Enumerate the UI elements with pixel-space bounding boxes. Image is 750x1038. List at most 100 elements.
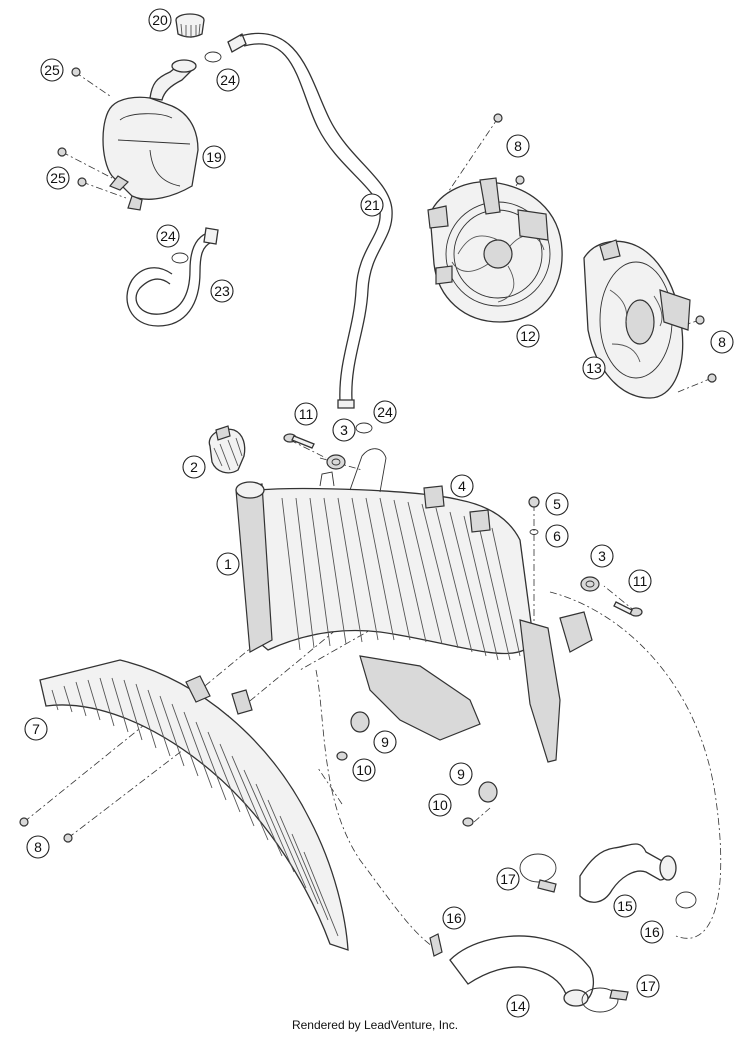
- callout-2: 2: [182, 455, 206, 479]
- svg-text:2: 2: [190, 459, 198, 475]
- svg-text:1: 1: [224, 556, 232, 572]
- callout-8: 8: [710, 330, 734, 354]
- screw-8-guard-part: [19, 817, 73, 843]
- svg-text:19: 19: [206, 149, 222, 165]
- callout-24: 24: [216, 68, 240, 92]
- svg-text:4: 4: [458, 478, 466, 494]
- coolant-reservoir-part: [102, 59, 199, 211]
- svg-text:17: 17: [640, 978, 656, 994]
- callout-9: 9: [449, 762, 473, 786]
- callout-10: 10: [428, 793, 452, 817]
- callout-16: 16: [640, 920, 664, 944]
- overflow-hose-part: [239, 32, 393, 409]
- washer-6-part: [529, 529, 539, 535]
- callout-6: 6: [545, 524, 569, 548]
- svg-text:9: 9: [381, 734, 389, 750]
- svg-text:13: 13: [586, 360, 602, 376]
- callout-21: 21: [360, 193, 384, 217]
- svg-text:3: 3: [340, 422, 348, 438]
- callout-25: 25: [40, 58, 64, 82]
- callout-8: 8: [506, 134, 530, 158]
- hose-clamp-16-right-part: [675, 891, 697, 909]
- reservoir-cap-part: [175, 13, 205, 38]
- svg-text:11: 11: [299, 406, 314, 422]
- screw-25-lower-part: [57, 147, 87, 187]
- hose-clamp-mid-part: [171, 252, 189, 264]
- callout-12: 12: [516, 324, 540, 348]
- svg-text:21: 21: [364, 197, 380, 213]
- hose-clamp-lower-part: [355, 422, 373, 434]
- bolt-10-upper-part: [336, 751, 348, 761]
- bracket-4-part: [423, 485, 491, 533]
- svg-text:24: 24: [220, 72, 236, 88]
- cooling-fan-12-part: [427, 113, 563, 323]
- callout-20: 20: [148, 8, 172, 32]
- callout-13: 13: [582, 356, 606, 380]
- callout-10: 10: [352, 758, 376, 782]
- bolt-10-lower-part: [462, 817, 474, 827]
- callout-5: 5: [545, 492, 569, 516]
- callout-3: 3: [332, 418, 356, 442]
- callout-15: 15: [613, 894, 637, 918]
- svg-text:8: 8: [514, 138, 522, 154]
- callout-19: 19: [202, 145, 226, 169]
- callout-14: 14: [506, 994, 530, 1018]
- grommet-3-lower-part: [580, 576, 600, 592]
- svg-text:14: 14: [510, 998, 526, 1014]
- radiator-cap-part: [208, 425, 246, 474]
- svg-text:6: 6: [553, 528, 561, 544]
- svg-text:25: 25: [44, 62, 60, 78]
- callout-24: 24: [156, 224, 180, 248]
- svg-text:12: 12: [520, 328, 536, 344]
- spacer-9-upper-part: [350, 711, 370, 733]
- svg-text:16: 16: [644, 924, 660, 940]
- svg-text:10: 10: [356, 762, 372, 778]
- svg-text:24: 24: [160, 228, 176, 244]
- callout-16: 16: [442, 906, 466, 930]
- svg-text:25: 25: [50, 170, 66, 186]
- screw-25-upper-part: [71, 67, 81, 77]
- callout-11: 11: [294, 402, 318, 426]
- callout-25: 25: [46, 166, 70, 190]
- callout-17: 17: [496, 867, 520, 891]
- callout-23: 23: [210, 279, 234, 303]
- hose-15-part: [579, 843, 677, 903]
- svg-text:10: 10: [432, 797, 448, 813]
- svg-text:20: 20: [152, 12, 168, 28]
- bolt-11-lower-part: [613, 601, 643, 617]
- svg-text:5: 5: [553, 496, 561, 512]
- svg-text:17: 17: [500, 871, 516, 887]
- nut-5-part: [528, 496, 540, 508]
- callout-9: 9: [373, 730, 397, 754]
- short-hose-part: [126, 227, 219, 327]
- svg-text:8: 8: [718, 334, 726, 350]
- hose-clamp-top-part: [204, 33, 247, 63]
- hose-clamp-16-left-part: [429, 933, 443, 957]
- callout-1: 1: [216, 552, 240, 576]
- svg-text:9: 9: [457, 766, 465, 782]
- svg-text:23: 23: [214, 283, 230, 299]
- svg-text:7: 7: [32, 721, 40, 737]
- svg-text:11: 11: [633, 573, 648, 589]
- svg-text:8: 8: [34, 839, 42, 855]
- callout-17: 17: [636, 974, 660, 998]
- callout-7: 7: [24, 717, 48, 741]
- svg-text:24: 24: [377, 404, 393, 420]
- hose-clamp-17-lower-part: [581, 987, 629, 1013]
- callout-3: 3: [590, 544, 614, 568]
- callout-11: 11: [628, 569, 652, 593]
- hose-clamp-17-upper-part: [519, 853, 557, 893]
- radiator-part: [235, 448, 593, 763]
- footer-credit: Rendered by LeadVenture, Inc.: [291, 1018, 459, 1032]
- grommet-3-upper-part: [326, 454, 346, 470]
- svg-text:3: 3: [598, 548, 606, 564]
- radiator-guard-part: [39, 659, 349, 951]
- callout-4: 4: [450, 474, 474, 498]
- svg-text:15: 15: [617, 898, 633, 914]
- spacer-9-lower-part: [478, 781, 498, 803]
- bolt-11-upper-part: [283, 433, 315, 449]
- cooling-fan-13-part: [583, 239, 717, 399]
- callout-8: 8: [26, 835, 50, 859]
- callout-24: 24: [373, 400, 397, 424]
